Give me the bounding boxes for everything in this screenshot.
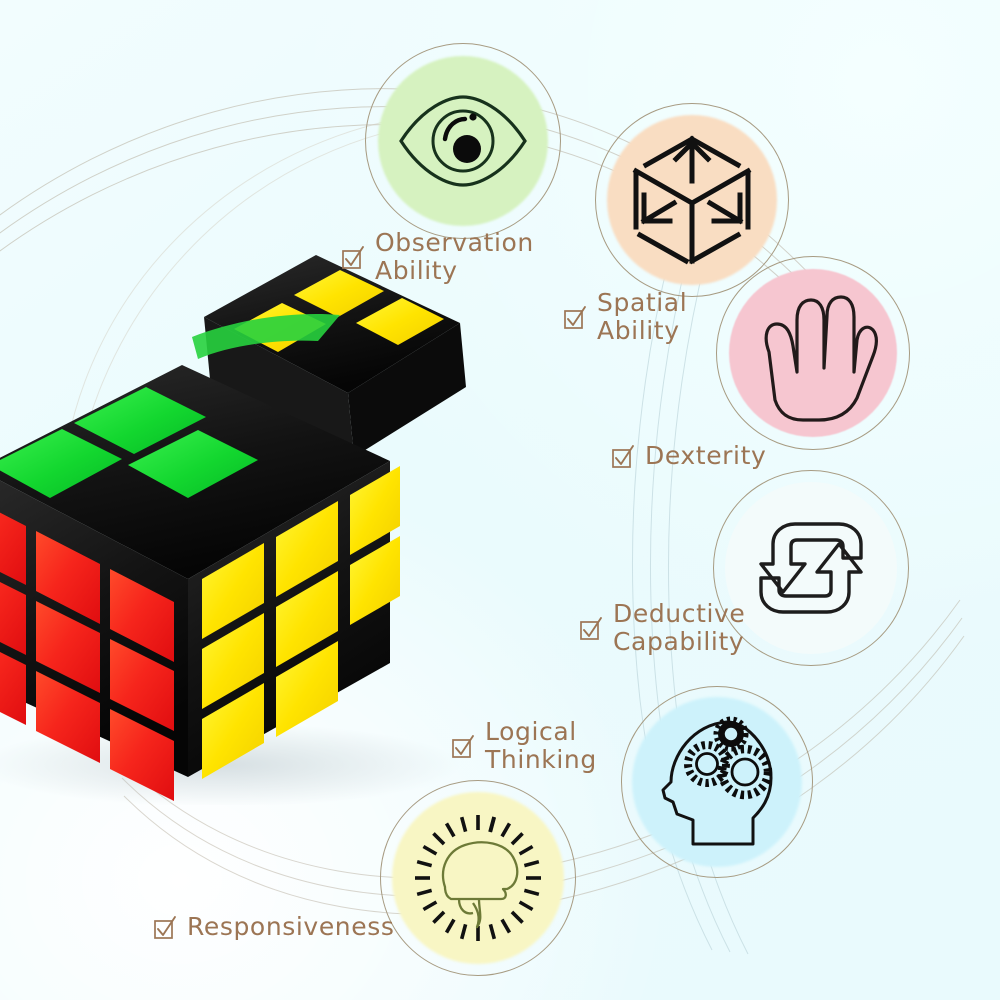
skill-label-logical: Logical Thinking <box>450 718 597 774</box>
checkbox-checked-icon[interactable] <box>340 245 366 271</box>
skill-label-spatial: Spatial Ability <box>562 289 687 345</box>
skill-label-deductive: Deductive Capability <box>578 600 745 656</box>
skill-label-text: Logical Thinking <box>485 717 597 774</box>
checkbox-checked-icon[interactable] <box>562 305 588 331</box>
skill-circle-spatial[interactable] <box>595 103 789 297</box>
skill-circle-deductive[interactable] <box>713 470 909 666</box>
skill-label-text: Spatial Ability <box>597 288 688 345</box>
circle-ring <box>595 103 789 297</box>
circle-ring <box>713 470 909 666</box>
head-gears-icon <box>661 716 773 846</box>
circle-fill-dexterity <box>729 269 897 437</box>
hand-icon <box>764 295 878 422</box>
skill-circle-dexterity[interactable] <box>716 256 910 450</box>
skill-label-observation: Observation Ability <box>340 229 534 285</box>
cube-3d-icon <box>632 135 752 265</box>
skill-circle-observation[interactable] <box>365 43 561 239</box>
skill-circle-responsiveness[interactable] <box>380 780 576 976</box>
circle-ring <box>380 780 576 976</box>
rubiks-cube-image <box>0 255 466 805</box>
skill-label-text: Dexterity <box>645 441 767 470</box>
eye-icon <box>399 95 527 187</box>
circle-ring <box>716 256 910 450</box>
circle-fill-deductive <box>725 482 897 654</box>
circle-ring <box>365 43 561 239</box>
skill-label-text: Observation Ability <box>375 228 534 285</box>
skill-circle-logical[interactable] <box>621 686 813 878</box>
skill-label-text: Responsiveness <box>187 912 395 941</box>
recycle-arrows-icon <box>759 522 863 614</box>
checkbox-checked-icon[interactable] <box>578 616 604 642</box>
skill-label-text: Deductive Capability <box>613 599 746 656</box>
circle-ring <box>621 686 813 878</box>
skill-label-responsiveness: Responsiveness <box>152 913 394 941</box>
brain-rays-icon <box>415 815 541 941</box>
skill-label-dexterity: Dexterity <box>610 442 766 470</box>
checkbox-checked-icon[interactable] <box>152 915 178 941</box>
checkbox-checked-icon[interactable] <box>450 734 476 760</box>
checkbox-checked-icon[interactable] <box>610 444 636 470</box>
